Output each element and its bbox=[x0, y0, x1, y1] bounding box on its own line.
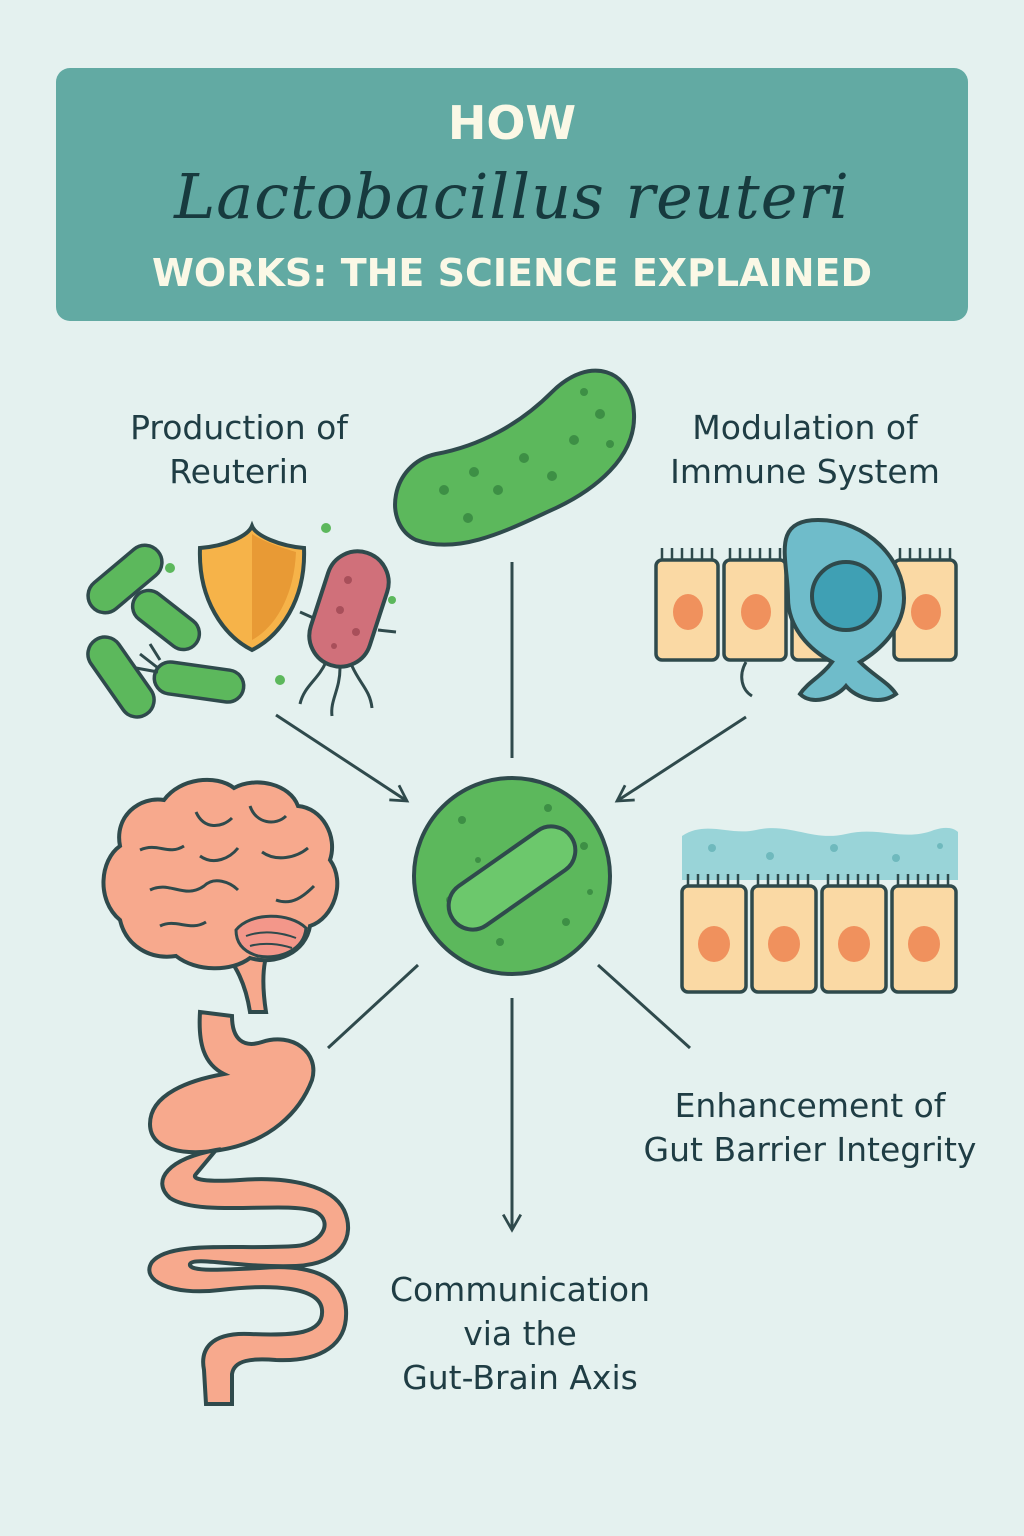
title-subtitle: WORKS: THE SCIENCE EXPLAINED bbox=[151, 251, 873, 295]
central-cell-icon bbox=[412, 776, 612, 976]
reuterin-cluster-icon bbox=[86, 520, 397, 719]
label-immune: Modulation of Immune System bbox=[670, 408, 940, 491]
title-species: Lactobacillus reuteri bbox=[174, 160, 850, 233]
stomach-intestine-icon bbox=[147, 1009, 350, 1406]
arrow-from-reuterin bbox=[275, 713, 410, 803]
title-banner: HOW Lactobacillus reuteri WORKS: THE SCI… bbox=[56, 68, 968, 321]
immune-epithelium-icon bbox=[654, 517, 958, 702]
gut-barrier-icon bbox=[680, 827, 958, 994]
lactobacillus-icon bbox=[393, 368, 637, 547]
label-gut-brain: Communication via the Gut-Brain Axis bbox=[389, 1270, 651, 1397]
label-reuterin: Production of Reuterin bbox=[130, 408, 348, 491]
connectors bbox=[275, 562, 747, 1233]
label-barrier: Enhancement of Gut Barrier Integrity bbox=[643, 1086, 977, 1169]
connector-to-barrier bbox=[596, 963, 692, 1050]
connector-to-gut bbox=[326, 963, 420, 1050]
brain-icon bbox=[101, 777, 340, 1014]
title-how: HOW bbox=[447, 96, 577, 150]
arrow-from-immune bbox=[614, 715, 747, 803]
